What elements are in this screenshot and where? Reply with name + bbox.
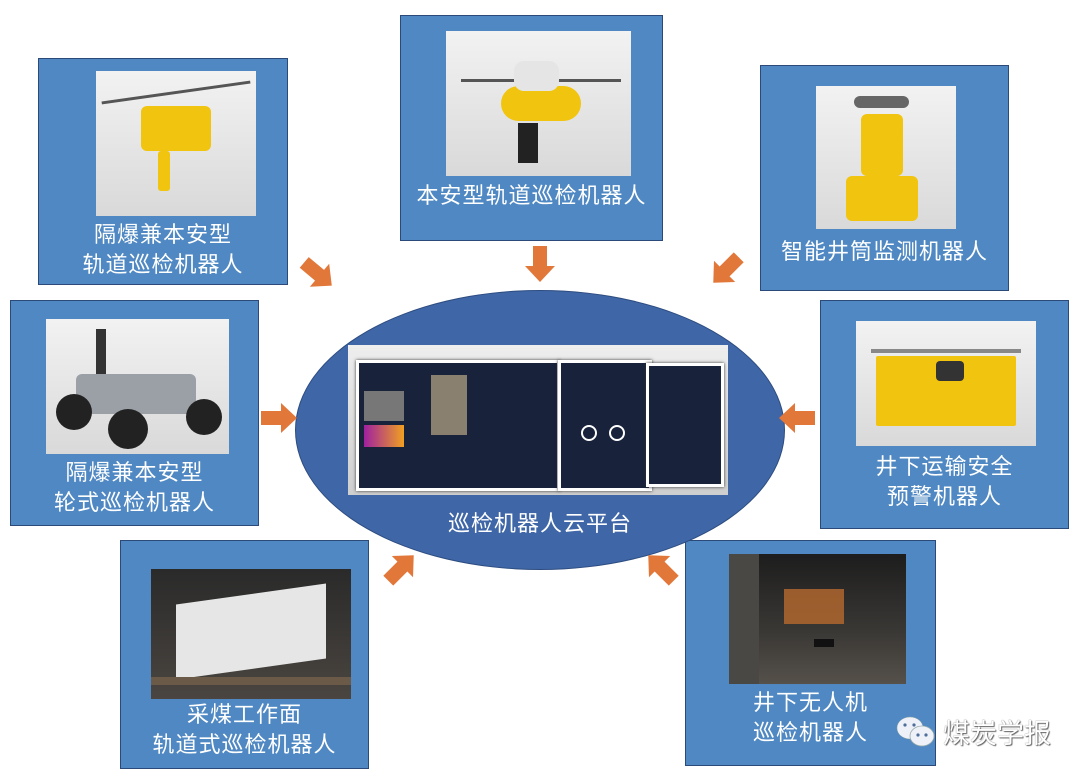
robot-box-track-explosion-proof: 隔爆兼本安型 轨道巡检机器人 — [38, 58, 288, 285]
arrow-icon — [779, 403, 815, 433]
robot-label: 井下无人机 巡检机器人 — [686, 689, 935, 749]
robot-label: 采煤工作面 轨道式巡检机器人 — [121, 701, 368, 761]
robot-box-shaft-monitor: 智能井筒监测机器人 — [760, 65, 1009, 291]
arrow-icon — [261, 403, 297, 433]
label-line: 轨道巡检机器人 — [82, 253, 244, 278]
robot-image — [46, 319, 229, 454]
robot-label: 井下运输安全 预警机器人 — [821, 453, 1068, 513]
screen — [646, 363, 724, 487]
label-line: 预警机器人 — [886, 485, 1002, 510]
robot-image — [151, 569, 351, 699]
robot-label: 智能井筒监测机器人 — [761, 238, 1008, 268]
arrow-icon — [383, 555, 414, 586]
robot-label: 隔爆兼本安型 轮式巡检机器人 — [11, 459, 258, 519]
arrow-icon — [648, 555, 679, 586]
robot-box-coal-face: 采煤工作面 轨道式巡检机器人 — [120, 540, 369, 769]
label-line: 轮式巡检机器人 — [53, 491, 215, 516]
label-line: 轨道式巡检机器人 — [152, 733, 337, 758]
label-line: 采煤工作面 — [186, 703, 302, 728]
robot-label: 隔爆兼本安型 轨道巡检机器人 — [39, 221, 287, 281]
robot-image — [729, 554, 906, 684]
label-line: 本安型轨道巡检机器人 — [416, 184, 647, 209]
label-line: 巡检机器人 — [752, 721, 868, 746]
robot-image — [816, 86, 956, 229]
cloud-platform-label: 巡检机器人云平台 — [447, 512, 632, 537]
robot-box-transport-warning: 井下运输安全 预警机器人 — [820, 300, 1069, 529]
robot-box-wheeled: 隔爆兼本安型 轮式巡检机器人 — [10, 300, 259, 526]
arrow-icon — [713, 252, 744, 283]
label-line: 智能井筒监测机器人 — [780, 240, 988, 265]
label-line: 井下运输安全 — [875, 455, 1014, 480]
screen — [356, 360, 560, 491]
robot-image — [96, 71, 256, 216]
robot-box-drone: 井下无人机 巡检机器人 — [685, 540, 936, 766]
watermark-text: 煤炭学报 — [943, 719, 1051, 750]
watermark: 煤炭学报 — [895, 712, 1051, 751]
robot-image — [856, 321, 1036, 446]
arrow-icon — [525, 246, 555, 282]
robot-box-intrinsic-track: 本安型轨道巡检机器人 — [400, 15, 663, 241]
label-line: 隔爆兼本安型 — [65, 461, 204, 486]
label-line: 井下无人机 — [752, 691, 868, 716]
robot-label: 本安型轨道巡检机器人 — [401, 182, 662, 212]
robot-image — [446, 31, 631, 176]
platform-screenshot — [348, 345, 728, 495]
label-line: 隔爆兼本安型 — [93, 223, 232, 248]
wechat-icon — [896, 716, 935, 746]
arrow-icon — [299, 257, 332, 287]
